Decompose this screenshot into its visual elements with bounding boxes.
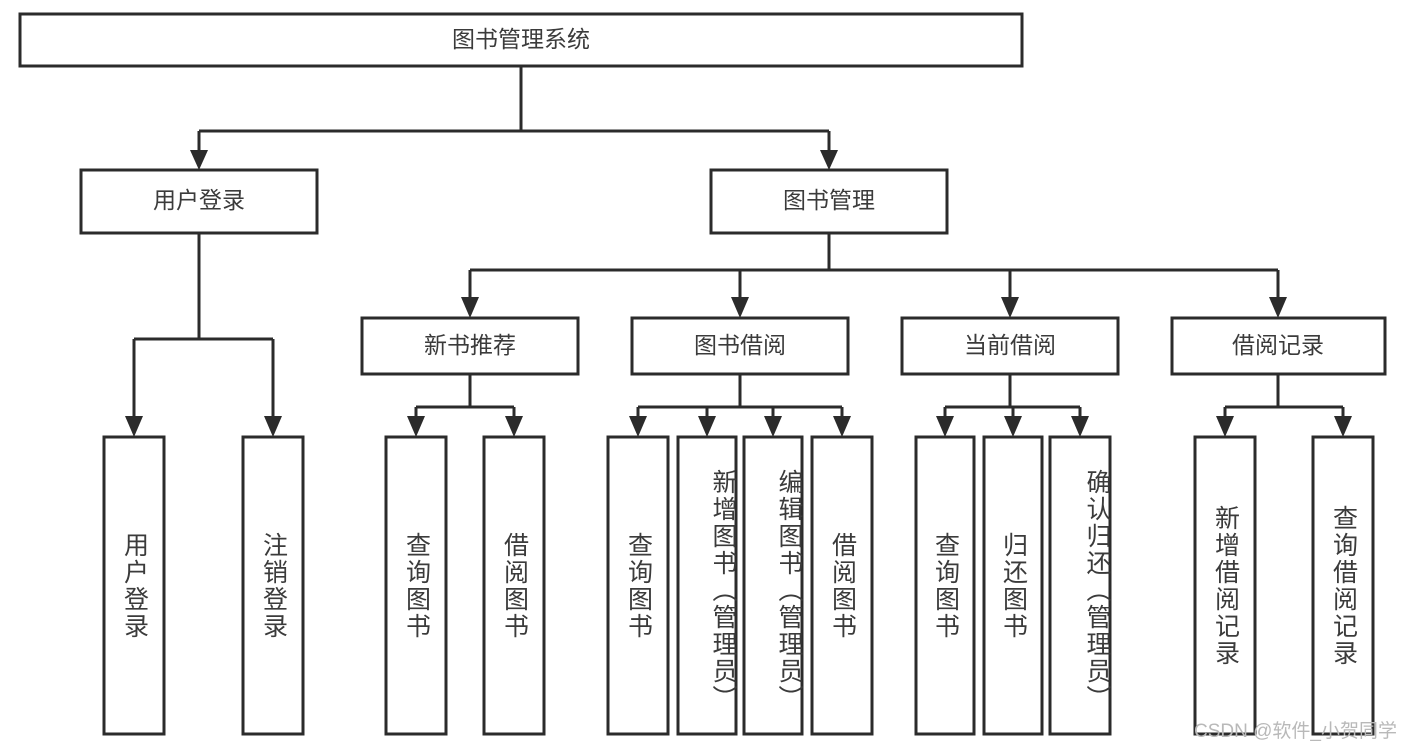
arrow-head-leaf-query-book-borrow xyxy=(629,416,647,437)
node-box-leaf-confirm-return-admin[interactable] xyxy=(1048,435,1112,736)
node-box-leaf-borrow-book[interactable] xyxy=(810,435,874,736)
arrow-head-leaf-add-book-admin xyxy=(698,416,716,437)
nodes-layer: 图书管理系统 用户登录 图书管理 新书推荐 图书借阅 当前借阅 借阅记录 xyxy=(18,12,1387,736)
arrow-head-leaf-confirm-return-admin xyxy=(1071,416,1089,437)
node-box-leaf-borrow-book-rec[interactable] xyxy=(482,435,546,736)
node-label-root: 图书管理系统 xyxy=(452,26,590,52)
arrow-head-leaf-user-login xyxy=(125,416,143,437)
node-box-new-book-recommend[interactable] xyxy=(360,316,580,376)
arrow-head-leaf-query-borrow-record xyxy=(1334,416,1352,437)
arrow-head-borrow-record xyxy=(1269,297,1287,318)
arrow-head-leaf-edit-book-admin xyxy=(764,416,782,437)
arrow-head-user-login xyxy=(190,150,208,170)
node-box-user-login[interactable] xyxy=(79,168,319,235)
node-label-book-borrow: 图书借阅 xyxy=(694,332,786,358)
edges-layer xyxy=(125,66,1352,437)
arrow-head-current-borrow xyxy=(1001,297,1019,318)
arrow-head-leaf-query-book-rec xyxy=(407,416,425,437)
node-label-borrow-record: 借阅记录 xyxy=(1232,332,1324,358)
arrow-head-leaf-add-borrow-record xyxy=(1216,416,1234,437)
node-box-borrow-record[interactable] xyxy=(1170,316,1387,376)
node-label-new-book-recommend: 新书推荐 xyxy=(424,332,516,358)
arrow-head-leaf-borrow-book-rec xyxy=(505,416,523,437)
node-box-leaf-query-book-rec[interactable] xyxy=(384,435,448,736)
node-box-leaf-user-login[interactable] xyxy=(102,435,166,736)
node-label-book-management: 图书管理 xyxy=(783,187,875,213)
node-label-user-login: 用户登录 xyxy=(153,187,245,213)
node-box-leaf-add-borrow-record[interactable] xyxy=(1193,435,1257,736)
arrow-head-book-borrow xyxy=(731,297,749,318)
arrow-head-leaf-user-logout xyxy=(264,416,282,437)
node-box-book-borrow[interactable] xyxy=(630,316,850,376)
arrow-head-leaf-borrow-book xyxy=(833,416,851,437)
node-box-leaf-query-book-borrow[interactable] xyxy=(606,435,670,736)
csdn-watermark: CSDN @软件_小贺同学 xyxy=(1194,721,1397,742)
node-box-leaf-edit-book-admin[interactable] xyxy=(742,435,804,736)
node-box-leaf-return-book[interactable] xyxy=(982,435,1044,736)
arrow-head-leaf-return-book xyxy=(1004,416,1022,437)
arrow-head-leaf-query-book-current xyxy=(936,416,954,437)
node-box-leaf-add-book-admin[interactable] xyxy=(676,435,738,736)
node-box-leaf-query-book-current[interactable] xyxy=(914,435,976,736)
node-box-current-borrow[interactable] xyxy=(900,316,1120,376)
node-box-leaf-user-logout[interactable] xyxy=(241,435,305,736)
arrow-head-new-book-recommend xyxy=(461,297,479,318)
arrow-head-book-management xyxy=(820,150,838,170)
node-label-current-borrow: 当前借阅 xyxy=(964,332,1056,358)
node-box-book-management[interactable] xyxy=(709,168,949,235)
node-box-root[interactable] xyxy=(18,12,1024,68)
node-box-leaf-query-borrow-record[interactable] xyxy=(1311,435,1375,736)
